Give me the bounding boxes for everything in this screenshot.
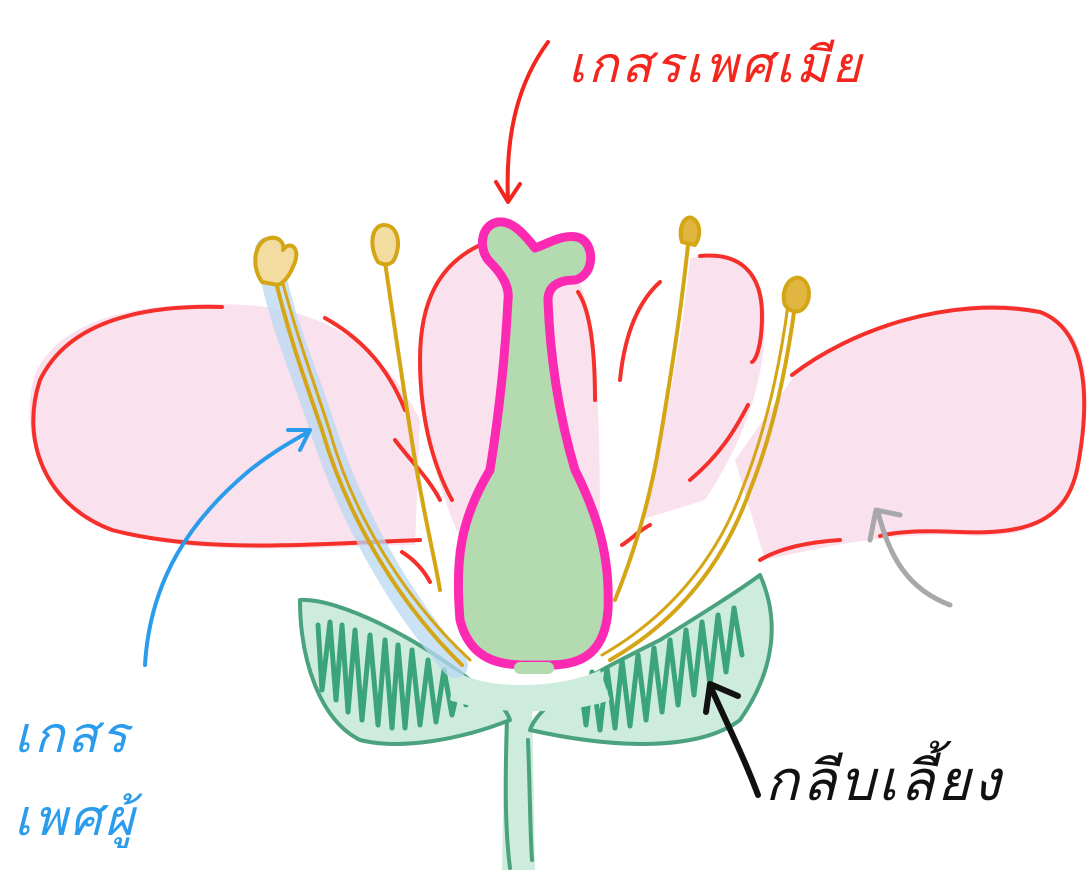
- stamen-2-anther: [372, 225, 398, 264]
- petal-right-inner-line-a: [620, 282, 660, 380]
- sepal-label: กลีบเลี้ยง: [765, 740, 1004, 814]
- stamen-label-line-1: เกสร: [14, 706, 133, 764]
- pistil-arrow: [508, 42, 548, 200]
- stamen-3-anther: [681, 218, 700, 245]
- receptacle: [450, 670, 610, 711]
- stamen-label-line-2: เพศผู้: [14, 789, 143, 849]
- pistil-label: เกสรเพศเมีย: [568, 36, 865, 94]
- stamen-1-anther: [255, 238, 296, 285]
- stamen-4-anther: [784, 278, 809, 312]
